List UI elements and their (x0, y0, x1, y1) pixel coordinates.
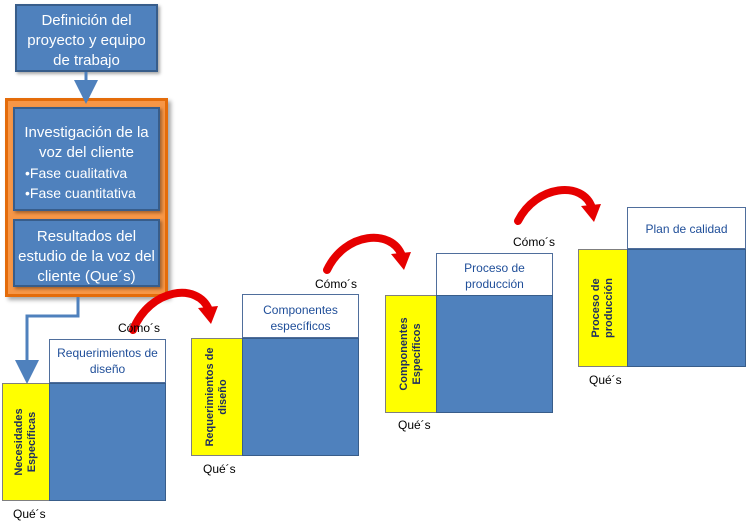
curve1-hows-label: Cómo´s (118, 321, 161, 335)
house2-matrix (242, 338, 359, 456)
house4-header: Plan de calidad (627, 207, 746, 249)
house4-side-label: Proceso de producción (590, 278, 615, 338)
house3-matrix (436, 295, 553, 413)
curved-arrow-3 (514, 186, 601, 225)
house1-whats-label: Qué´s (13, 507, 46, 521)
curved-arrow-2 (323, 233, 411, 274)
curved-arrow-1 (129, 288, 218, 334)
house3-side-bar: Componentes Específicos (385, 295, 437, 413)
house1-header: Requerimientos de diseño (49, 339, 166, 383)
house2-side-bar: Requerimientos de diseño (191, 338, 243, 456)
house2-side-label: Requerimientos de diseño (204, 347, 229, 447)
customer-research-box: Investigación de la voz del cliente Fase… (13, 107, 160, 211)
house3-header: Proceso de producción (436, 253, 553, 296)
house1-matrix (49, 383, 166, 501)
house4-header-text: Plan de calidad (645, 222, 728, 236)
elbow-connector (15, 297, 80, 384)
house4-matrix (627, 249, 746, 367)
curve2-hows-label: Cómo´s (315, 277, 358, 291)
phase-quantitative: Fase cuantitativa (25, 183, 158, 203)
house3-side-label: Componentes Específicos (398, 317, 423, 391)
house3-whats-label: Qué´s (398, 418, 431, 432)
study-results-text: Resultados del estudio de la voz del cli… (18, 228, 155, 285)
project-definition-text: Definición del proyecto y equipo de trab… (27, 12, 146, 69)
project-definition-box: Definición del proyecto y equipo de trab… (15, 4, 158, 72)
house4-whats-label: Qué´s (589, 373, 622, 387)
house2-header: Componentes específicos (242, 294, 359, 338)
house3-header-text: Proceso de producción (464, 261, 525, 291)
customer-research-title: Investigación de la voz del cliente (24, 124, 149, 161)
house2-header-text: Componentes específicos (263, 303, 338, 333)
study-results-box: Resultados del estudio de la voz del cli… (13, 219, 160, 287)
phase-qualitative: Fase cualitativa (25, 163, 158, 183)
house1-side-label: Necesidades Específicas (13, 408, 38, 476)
house2-whats-label: Qué´s (203, 462, 236, 476)
research-phases-list: Fase cualitativa Fase cuantitativa (15, 163, 158, 203)
house1-side-bar: Necesidades Específicas (2, 383, 50, 501)
house1-header-text: Requerimientos de diseño (57, 346, 158, 376)
house4-side-bar: Proceso de producción (578, 249, 628, 367)
curve3-hows-label: Cómo´s (513, 235, 556, 249)
